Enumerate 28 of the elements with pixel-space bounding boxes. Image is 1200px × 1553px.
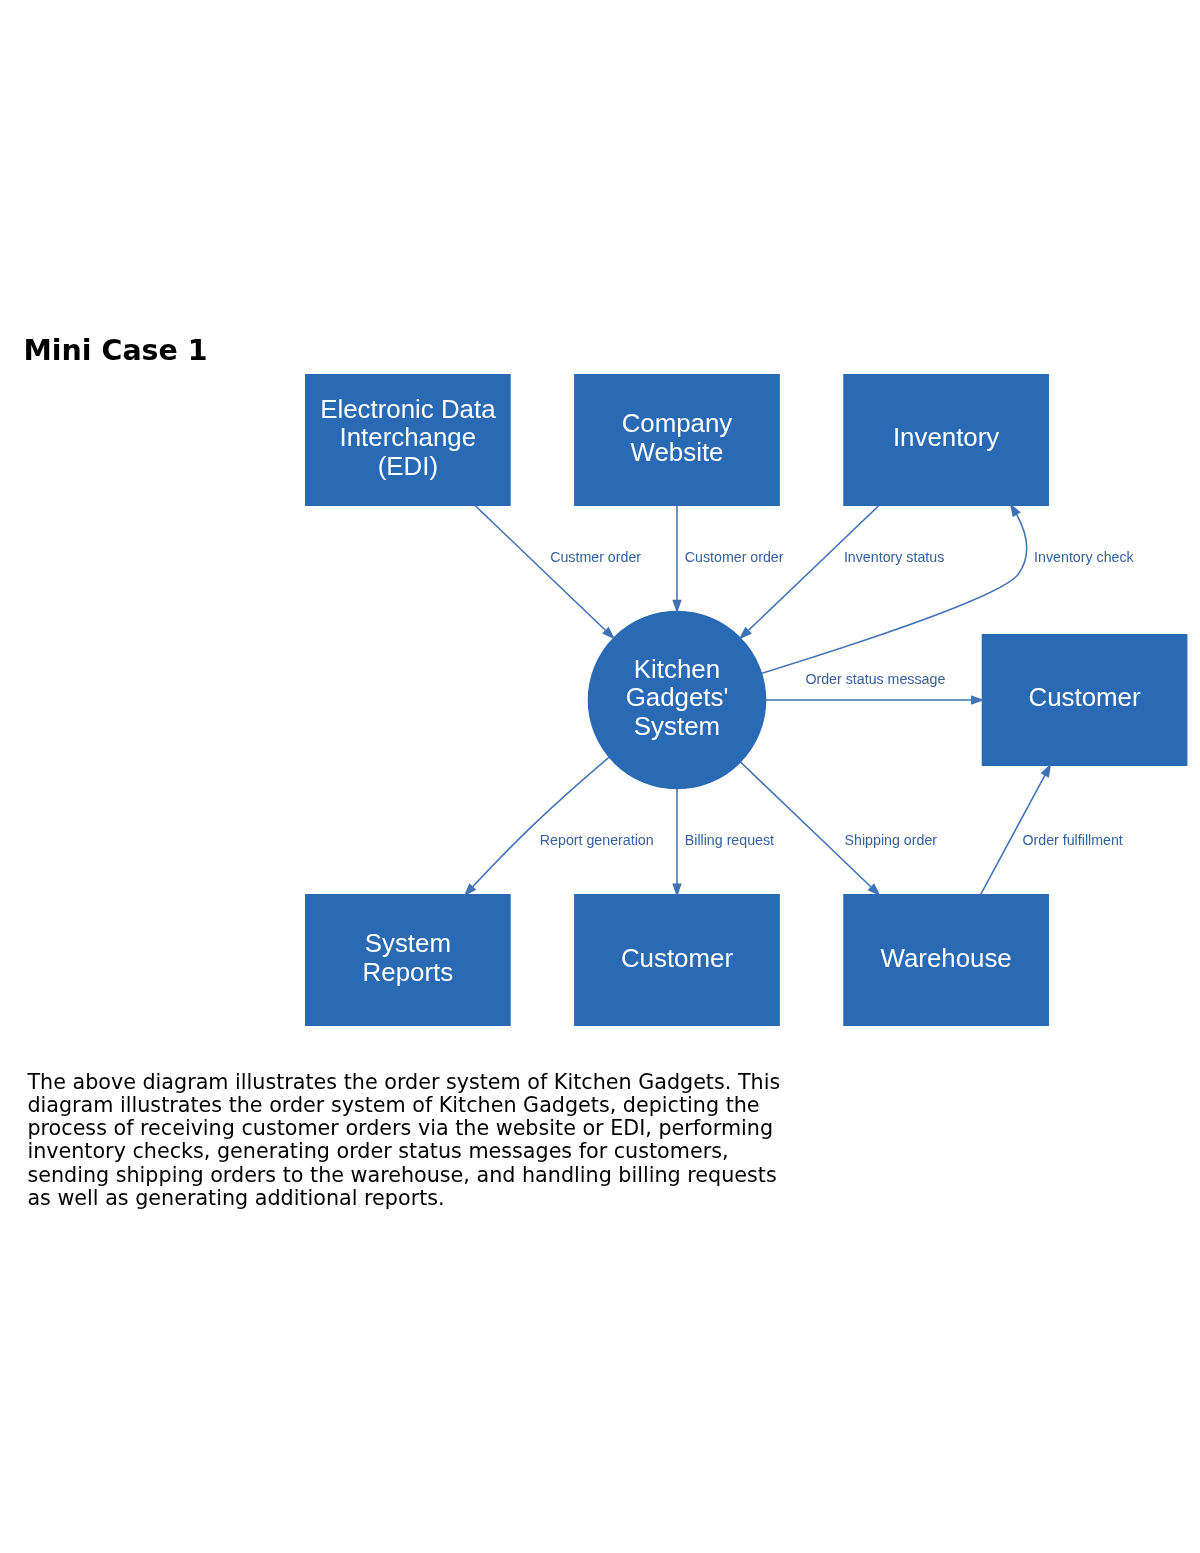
edge-label: Billing request (684, 831, 775, 848)
edge-label: Order status message (805, 670, 946, 687)
diagram-title: Mini Case 1 (23, 333, 208, 367)
arrow (463, 756, 610, 896)
node-box: System Reports (305, 893, 511, 1026)
arrow (979, 763, 1052, 895)
node-circle: Kitchen Gadgets' System (587, 610, 767, 789)
edge-label: Shipping order (844, 831, 938, 848)
node-box: Customer (981, 633, 1188, 766)
arrow (672, 787, 682, 897)
node-box: Warehouse (843, 893, 1049, 1026)
arrow (738, 504, 880, 639)
node-box: Customer (574, 893, 780, 1026)
arrow (765, 694, 985, 705)
node-box: Company Website (574, 373, 780, 506)
caption: The above diagram illustrates the order system of Kitchen Gadgets. This diagram illustrates the order system of Kitchen Gadgets, depicting the process of receiving customer orders via the website or EDI, performing inventory checks, generating order status messages for customers, sending shipping orders to the warehouse, and handling billing requests as well as generating additional reports. (27, 1069, 781, 1210)
node-box: Inventory (843, 373, 1049, 506)
node-box: Electronic Data Interchange (EDI) (305, 373, 511, 506)
edge-label: Inventory status (843, 548, 945, 565)
edge-label: Customer order (684, 548, 784, 565)
arrow (739, 760, 881, 896)
edge-label: Custmer order (550, 548, 642, 565)
edge-label: Order fulfillment (1022, 831, 1123, 848)
arrow (474, 504, 616, 639)
arrow (760, 502, 1028, 674)
edge-label: Inventory check (1034, 548, 1134, 565)
edge-label: Report generation (539, 831, 654, 848)
arrow (672, 504, 682, 613)
